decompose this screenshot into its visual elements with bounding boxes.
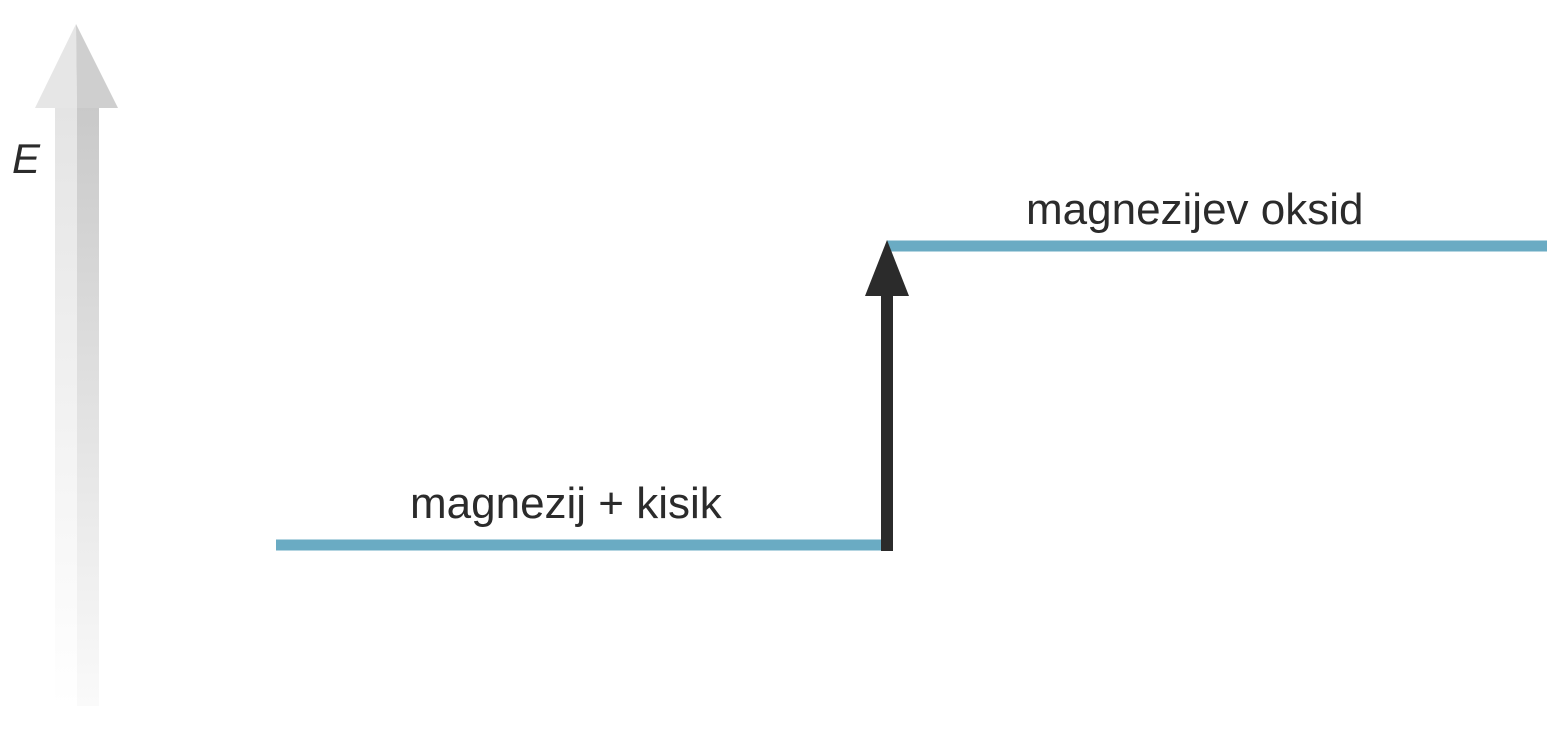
products-label: magnezijev oksid bbox=[1026, 185, 1364, 234]
energy-axis-label: E bbox=[12, 135, 41, 182]
energy-axis-shaft-left bbox=[55, 106, 77, 706]
energy-change-arrow bbox=[865, 240, 909, 551]
energy-axis-head-left bbox=[35, 24, 77, 108]
energy-axis-head-right bbox=[76, 24, 118, 108]
energy-axis-shaft-right bbox=[77, 106, 99, 706]
energy-change-arrow-head bbox=[865, 240, 909, 296]
energy-axis-arrow bbox=[35, 24, 118, 706]
reactants-label: magnezij + kisik bbox=[410, 479, 723, 528]
energy-change-arrow-shaft bbox=[881, 292, 893, 551]
